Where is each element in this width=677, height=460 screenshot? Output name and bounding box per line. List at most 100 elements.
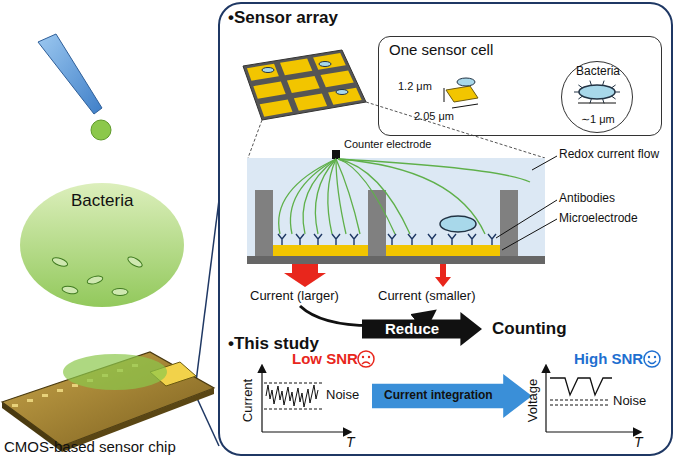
node-text: Bacteria xyxy=(71,191,133,211)
antibody xyxy=(332,234,340,245)
antibody xyxy=(408,234,416,245)
single-electrode xyxy=(446,86,478,102)
bacterium xyxy=(440,216,476,232)
bond-pad xyxy=(57,389,63,392)
antibody xyxy=(388,234,396,245)
label: Counter electrode xyxy=(344,138,431,151)
sad-face xyxy=(358,351,374,367)
bond-pad xyxy=(72,384,78,387)
callout-line xyxy=(196,396,219,446)
node-text: Reduce xyxy=(385,320,439,337)
arrow-body xyxy=(372,374,532,418)
array-cell xyxy=(247,64,279,81)
panel xyxy=(219,3,672,455)
bond-pad xyxy=(12,404,18,407)
integration-arrow: Current integration xyxy=(372,374,532,418)
array-cell xyxy=(253,82,285,99)
node-text: Bacteria xyxy=(576,65,620,79)
substrate xyxy=(247,256,545,264)
antibodies xyxy=(278,234,496,245)
integrated-voltage xyxy=(550,378,612,395)
bacterium xyxy=(262,68,274,73)
bacterium xyxy=(457,78,475,86)
antibody xyxy=(468,234,476,245)
flow-line xyxy=(279,159,336,234)
label: T xyxy=(346,434,355,450)
flow-line xyxy=(338,159,530,182)
flagellum xyxy=(578,96,582,99)
flow-line xyxy=(338,159,395,234)
bacterium xyxy=(112,289,128,296)
bacterium xyxy=(126,255,143,269)
label: Antibodies xyxy=(559,192,615,206)
array-cell xyxy=(280,58,312,75)
bond-pad xyxy=(27,399,33,402)
label: T xyxy=(634,434,643,450)
label: Low SNR xyxy=(292,350,358,367)
pipette xyxy=(38,34,102,114)
label: CMOS-based sensor chip xyxy=(4,438,176,455)
noise-bound xyxy=(550,400,610,401)
flow-line xyxy=(328,159,336,234)
flagellum xyxy=(574,92,579,93)
label: 2.05 μm xyxy=(414,110,454,123)
axis xyxy=(261,366,262,432)
noisy-current xyxy=(266,385,318,407)
dimension-line xyxy=(452,104,478,108)
microelectrode xyxy=(273,245,368,256)
redox-flow xyxy=(279,159,530,234)
flow-line xyxy=(336,159,360,234)
antibody xyxy=(314,234,322,245)
bacterium xyxy=(336,90,348,95)
label: Current (smaller) xyxy=(378,289,476,304)
array-cell xyxy=(313,53,346,70)
microelectrode xyxy=(386,245,500,256)
flow-line xyxy=(315,159,336,234)
axis xyxy=(546,431,640,432)
label: Microelectrode xyxy=(559,212,638,226)
bond-pad xyxy=(42,394,48,397)
array-cell xyxy=(328,88,362,105)
label: Voltage xyxy=(526,379,541,422)
flow-line xyxy=(338,159,485,234)
droplet xyxy=(91,120,111,140)
axis xyxy=(262,431,350,432)
array-cell xyxy=(287,76,320,93)
leader-line xyxy=(502,219,557,250)
bacteria-drop: Bacteria xyxy=(20,183,185,307)
flagellum xyxy=(603,81,605,86)
current-arrow-large xyxy=(284,264,326,287)
bacterium xyxy=(319,62,331,67)
zoom-circle: Bacteria∼1 μm xyxy=(561,61,633,133)
current-arrow-small xyxy=(435,264,451,287)
label: •Sensor array xyxy=(228,8,338,28)
label: Current (larger) xyxy=(250,289,339,304)
array-cells xyxy=(247,53,362,117)
noise-bound xyxy=(550,405,610,406)
reduce-arrow: Reduce xyxy=(362,312,482,346)
drop-on-chip xyxy=(63,354,167,390)
label: Redox current flow xyxy=(559,148,659,162)
antibody xyxy=(488,234,496,245)
bacterium xyxy=(86,275,103,286)
flagellum xyxy=(612,85,616,88)
dimension-line xyxy=(444,88,445,102)
antibody xyxy=(350,234,358,245)
flow-line xyxy=(338,159,410,234)
zoom-line xyxy=(248,120,262,158)
node-text: Current integration xyxy=(384,389,493,403)
insulator xyxy=(255,190,273,256)
antibody xyxy=(278,234,286,245)
flagellum xyxy=(590,81,592,86)
array-cell xyxy=(321,70,354,87)
counter-electrode xyxy=(332,150,340,159)
flagellum xyxy=(612,96,616,99)
array-cell xyxy=(260,99,293,116)
label: 1.2 μm xyxy=(398,80,432,93)
solution xyxy=(247,158,545,262)
label: High SNR xyxy=(574,350,643,367)
antibody xyxy=(448,234,456,245)
flagellum xyxy=(578,85,582,88)
arrow-body xyxy=(362,312,482,346)
